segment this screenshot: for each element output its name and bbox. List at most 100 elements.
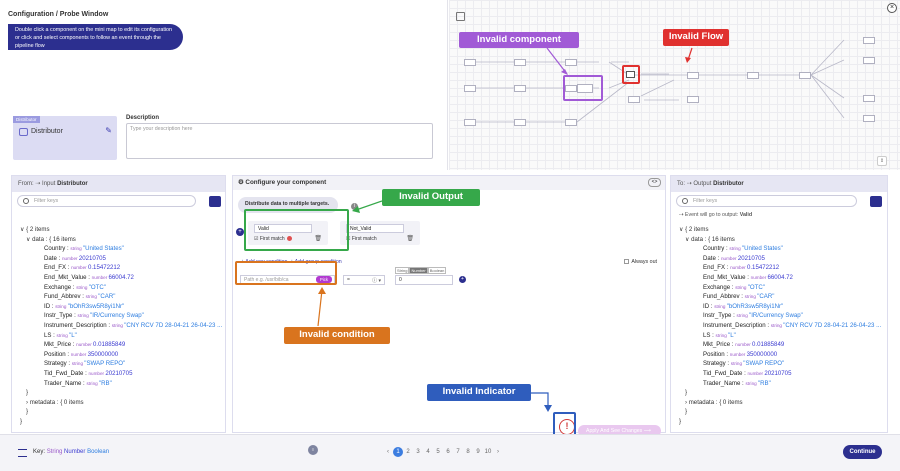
page-10[interactable]: 10	[484, 449, 492, 455]
json-field-row[interactable]: Mkt_Price : number 0.01885849	[679, 340, 881, 350]
type-string[interactable]: String	[395, 267, 410, 274]
mini-map-node[interactable]	[863, 95, 875, 102]
json-field-row[interactable]: Tid_Fwd_Date : number 20210705	[20, 369, 222, 379]
map-icon[interactable]	[456, 12, 465, 21]
mini-map-node[interactable]	[464, 85, 476, 92]
continue-button[interactable]: Continue	[843, 445, 882, 459]
mini-map-node[interactable]	[863, 37, 875, 44]
json-field-row[interactable]: Exchange : string "OTC"	[20, 283, 222, 293]
json-field-row[interactable]: Strategy : string "SWAP REPO"	[679, 359, 881, 369]
json-field-row[interactable]: End_Mkt_Value : number 66004.72	[20, 273, 222, 283]
next-page-icon[interactable]: ›	[497, 449, 499, 455]
target-name-input[interactable]: Valid	[254, 224, 312, 233]
mini-map-node[interactable]	[565, 59, 577, 66]
edit-icon[interactable]: ✎	[105, 126, 112, 135]
json-field-row[interactable]: Strategy : string "SWAP REPO"	[20, 359, 222, 369]
json-field-row[interactable]: Trader_Name : string "RB"	[679, 379, 881, 389]
checkbox-icon	[624, 259, 630, 265]
mini-map-node[interactable]	[747, 72, 759, 79]
output-filter-field[interactable]: Filter keys	[676, 195, 858, 207]
mini-map-node-invalid[interactable]	[626, 71, 635, 78]
json-field-row[interactable]: Fund_Abbrev : string "CAR"	[20, 292, 222, 302]
format-icon[interactable]: ≡	[308, 445, 318, 455]
json-field-row[interactable]: End_FX : number 0.15472212	[20, 263, 222, 273]
json-field-row[interactable]: Fund_Abbrev : string "CAR"	[679, 292, 881, 302]
expand-toggle-icon[interactable]: <>	[648, 178, 661, 187]
mini-map-node[interactable]	[464, 59, 476, 66]
mini-map-node[interactable]	[687, 72, 699, 79]
json-field-row[interactable]: LS : string "L"	[679, 331, 881, 341]
mini-map-node[interactable]	[863, 57, 875, 64]
value-input[interactable]: 0	[395, 275, 453, 285]
target-card-not-valid[interactable]: Not_Valid ☐ First match 🗑	[340, 221, 420, 245]
json-key: Instrument_Description :	[703, 321, 771, 329]
first-match-checkbox[interactable]: ☑ First match	[254, 236, 292, 242]
trash-icon[interactable]: 🗑	[314, 236, 322, 242]
page-1[interactable]: 1	[393, 447, 403, 457]
mini-map-node[interactable]	[565, 119, 577, 126]
json-field-row[interactable]: Position : number 350000000	[20, 350, 222, 360]
page-9[interactable]: 9	[476, 449, 480, 455]
map-scroll-button[interactable]: ⇕	[877, 156, 887, 166]
page-7[interactable]: 7	[456, 449, 460, 455]
mini-map-node[interactable]	[565, 85, 577, 92]
mini-map-node[interactable]	[514, 59, 526, 66]
json-field-row[interactable]: End_FX : number 0.15472212	[679, 263, 881, 273]
mini-map[interactable]: Invalid component Invalid Flow ⇕	[449, 0, 900, 170]
json-field-row[interactable]: Instr_Type : string "IR/Currency Swap"	[679, 311, 881, 321]
mini-map-node[interactable]	[799, 72, 811, 79]
trash-icon[interactable]: 🗑	[406, 236, 414, 242]
json-field-row[interactable]: Country : string "United States"	[679, 244, 881, 254]
json-field-row[interactable]: Exchange : string "OTC"	[679, 283, 881, 293]
json-field-row[interactable]: Date : number 20210705	[679, 254, 881, 264]
description-input[interactable]: Type your description here	[126, 123, 433, 159]
input-filter-field[interactable]: Filter keys	[17, 195, 196, 207]
mini-map-node[interactable]	[514, 85, 526, 92]
first-match-checkbox[interactable]: ☐ First match	[346, 236, 377, 242]
component-card[interactable]: Distributor Distributor ✎	[13, 116, 117, 160]
json-close: }	[26, 389, 29, 397]
mini-map-node[interactable]	[464, 119, 476, 126]
invalid-output-highlight	[244, 209, 349, 251]
json-field-row[interactable]: Position : number 350000000	[679, 350, 881, 360]
mini-map-node[interactable]	[514, 119, 526, 126]
json-field-row[interactable]: ID : string "bOhR3sw5R8yi1Nr"	[20, 302, 222, 312]
mini-map-node-selected[interactable]	[577, 84, 593, 93]
operator-select[interactable]: = ⓘ ▾	[343, 275, 385, 285]
prev-page-icon[interactable]: ‹	[387, 449, 389, 455]
type-number[interactable]: Number	[409, 267, 428, 274]
keyboard-icon[interactable]	[209, 196, 221, 207]
pick-button[interactable]: Pick	[316, 276, 332, 283]
json-field-row[interactable]: ID : string "bOhR3sw5R8yi1Nr"	[679, 302, 881, 312]
page-8[interactable]: 8	[466, 449, 470, 455]
json-field-row[interactable]: Mkt_Price : number 0.01885849	[20, 340, 222, 350]
json-field-row[interactable]: LS : string "L"	[20, 331, 222, 341]
json-field-row[interactable]: End_Mkt_Value : number 66004.72	[679, 273, 881, 283]
mini-map-node[interactable]	[687, 96, 699, 103]
page-2[interactable]: 2	[406, 449, 410, 455]
json-field-row[interactable]: Instrument_Description : string "CNY RCV…	[20, 321, 222, 331]
mini-map-node[interactable]	[863, 115, 875, 122]
json-field-row[interactable]: Tid_Fwd_Date : number 20210705	[679, 369, 881, 379]
page-3[interactable]: 3	[416, 449, 420, 455]
json-field-row[interactable]: Instrument_Description : string "CNY RCV…	[679, 321, 881, 331]
target-name-input[interactable]: Not_Valid	[346, 224, 404, 233]
json-field-row[interactable]: Trader_Name : string "RB"	[20, 379, 222, 389]
json-field-row[interactable]: Country : string "United States"	[20, 244, 222, 254]
always-out-checkbox[interactable]: Always out	[624, 259, 657, 265]
page-4[interactable]: 4	[426, 449, 430, 455]
type-boolean[interactable]: Boolean	[427, 267, 447, 274]
close-icon[interactable]: ×	[887, 3, 897, 13]
add-condition-icon[interactable]: +	[459, 276, 466, 283]
keyboard-icon[interactable]	[870, 196, 882, 207]
add-target-button[interactable]: +	[236, 228, 244, 236]
page-5[interactable]: 5	[436, 449, 440, 455]
page-6[interactable]: 6	[446, 449, 450, 455]
info-icon[interactable]: i	[351, 203, 358, 210]
json-field-row[interactable]: Instr_Type : string "IR/Currency Swap"	[20, 311, 222, 321]
target-card-valid[interactable]: Valid ☑ First match 🗑	[248, 221, 328, 245]
mini-map-node[interactable]	[628, 96, 640, 103]
json-field-row[interactable]: Date : number 20210705	[20, 254, 222, 264]
